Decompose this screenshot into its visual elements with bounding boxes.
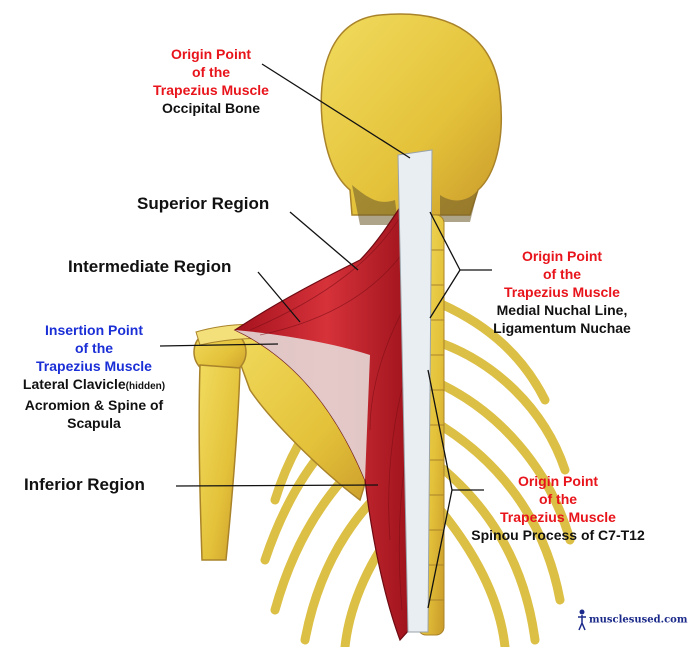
watermark-logo: musclesused.com	[577, 609, 687, 631]
label-line: Lateral Clavicle(hidden)	[10, 375, 178, 396]
occipital-origin-label: Origin Point of the Trapezius Muscle Occ…	[150, 45, 272, 117]
nuchal-origin-label: Origin Point of the Trapezius Muscle Med…	[482, 247, 642, 337]
spinous-origin-label: Origin Point of the Trapezius Muscle Spi…	[458, 472, 658, 544]
label-line: Insertion Point	[45, 322, 143, 338]
label-line: Occipital Bone	[161, 100, 261, 116]
insertion-label: Insertion Point of the Trapezius Muscle …	[10, 321, 178, 432]
skull	[320, 13, 503, 225]
label-line: Origin Point	[170, 46, 252, 62]
inferior-region-label: Inferior Region	[24, 475, 145, 494]
person-icon	[578, 609, 586, 631]
label-line: of the	[538, 491, 578, 507]
label-line: Acromion & Spine of	[24, 397, 164, 413]
label-line: Trapezius Muscle	[36, 358, 152, 374]
label-line: Origin Point	[517, 473, 599, 489]
label-line: of the	[74, 340, 114, 356]
intermediate-region-label: Intermediate Region	[68, 257, 232, 276]
label-note: (hidden)	[125, 381, 166, 392]
label-line: Medial Nuchal Line,	[496, 302, 628, 318]
superior-region-label: Superior Region	[137, 194, 270, 213]
label-line: Ligamentum Nuchae	[493, 320, 631, 336]
label-line: of the	[542, 266, 582, 282]
label-line: Trapezius Muscle	[153, 82, 269, 98]
label-text: Lateral Clavicle	[22, 376, 126, 392]
label-line: of the	[191, 64, 231, 80]
watermark-text: musclesused.com	[589, 614, 688, 626]
label-line: Trapezius Muscle	[504, 284, 620, 300]
label-line: Scapula	[67, 415, 121, 431]
label-line: Origin Point	[521, 248, 603, 264]
ligamentum-nuchae	[397, 149, 433, 633]
label-line: Trapezius Muscle	[500, 509, 616, 525]
label-line: Spinou Process of C7-T12	[471, 527, 645, 543]
leader-lines	[159, 63, 492, 609]
